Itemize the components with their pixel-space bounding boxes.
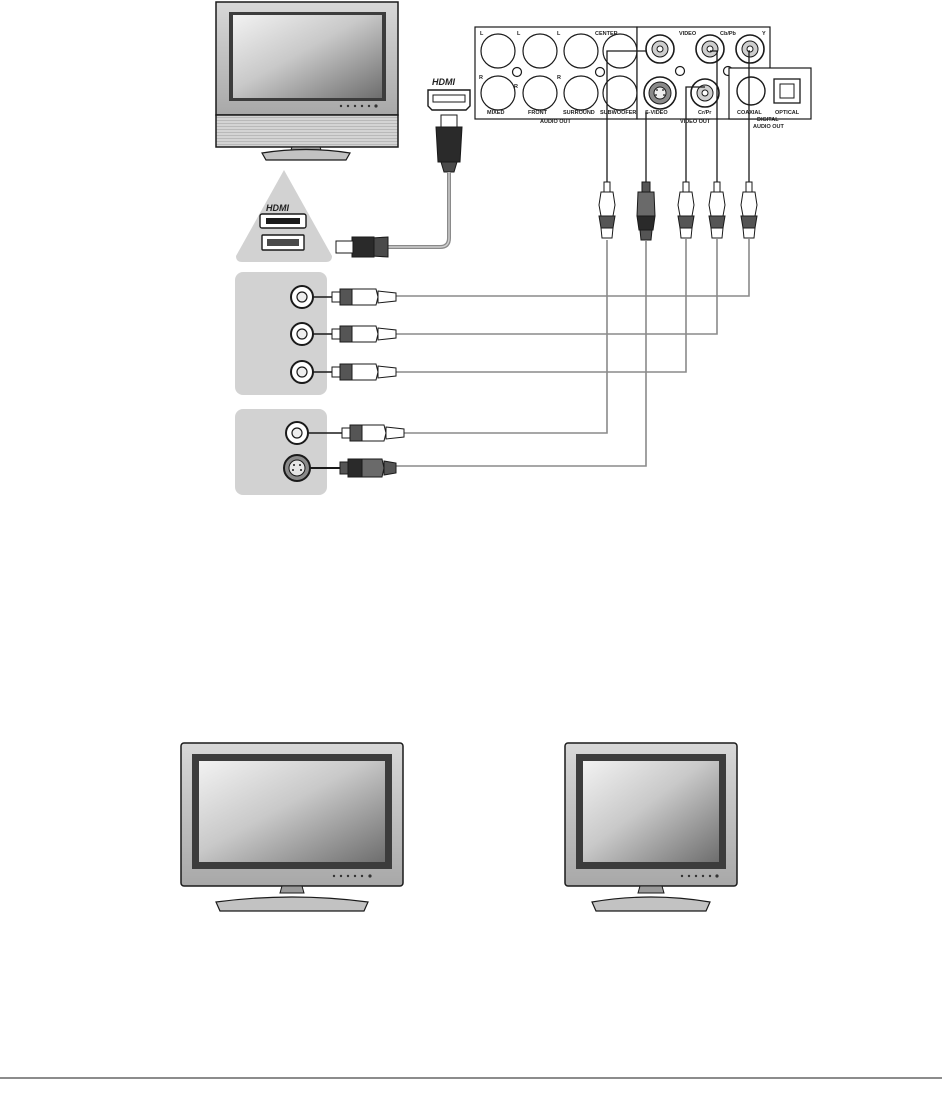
audio-label-center: CENTER bbox=[595, 31, 618, 37]
video-jack bbox=[645, 34, 675, 64]
rca-plugs-vertical bbox=[598, 181, 758, 241]
tv-plug-cb-pb bbox=[313, 325, 397, 343]
plug-s-video bbox=[636, 181, 656, 241]
tv-plug-y bbox=[313, 288, 397, 306]
digital-label-coaxial: COAXIAL bbox=[737, 110, 762, 116]
y-jack bbox=[735, 34, 765, 64]
cr-pr-jack bbox=[690, 78, 720, 108]
audio-label-l1: L bbox=[480, 31, 484, 37]
tv-plug-video bbox=[308, 424, 405, 442]
audio-label-mixed: MIXED bbox=[487, 110, 504, 116]
tv-top bbox=[215, 1, 399, 161]
tv-standard bbox=[564, 742, 738, 912]
s-video-jack bbox=[643, 76, 677, 110]
plug-y bbox=[740, 181, 758, 239]
audio-label-l3: L bbox=[557, 31, 561, 37]
audio-label-front: FRONT bbox=[528, 110, 548, 116]
video-label-video: VIDEO bbox=[679, 31, 697, 37]
rca-plugs-horizontal bbox=[308, 288, 405, 478]
audio-label-l2: L bbox=[517, 31, 521, 37]
plug-video bbox=[598, 181, 616, 239]
audio-label-r2: R bbox=[514, 84, 518, 90]
video-label-s-video: S-VIDEO bbox=[645, 110, 668, 116]
panel-wiring bbox=[606, 50, 750, 182]
tv-component-input bbox=[235, 272, 327, 395]
tv-plug-cr-pr bbox=[313, 363, 397, 381]
digital-label-optical: OPTICAL bbox=[775, 110, 800, 116]
tv-video-input bbox=[235, 409, 327, 495]
digital-audio-out-label-2: AUDIO OUT bbox=[753, 124, 785, 130]
audio-label-r1: R bbox=[479, 75, 483, 81]
video-label-cr-pr: Cr/Pr bbox=[698, 110, 712, 116]
hdmi-logo-player: HDMI bbox=[432, 77, 455, 87]
video-out-label: VIDEO OUT bbox=[680, 119, 711, 125]
video-label-cb-pb: Cb/Pb bbox=[720, 31, 737, 37]
audio-label-r3: R bbox=[557, 75, 561, 81]
player-back-panel: L L L CENTER R R R MIXED FRONT SURROUND … bbox=[474, 26, 812, 130]
hdmi-logo-tv: HDMI bbox=[266, 203, 289, 213]
tv-widescreen bbox=[180, 742, 404, 912]
cables-to-tv bbox=[396, 238, 750, 467]
plug-cr-pr bbox=[677, 181, 695, 239]
tv-plug-s-video bbox=[310, 458, 397, 478]
cb-pb-jack bbox=[695, 34, 725, 64]
hdmi-cable: HDMI bbox=[335, 77, 471, 258]
audio-label-subwoofer: SUBWOOFER bbox=[600, 110, 636, 116]
optical-port bbox=[773, 78, 801, 104]
video-label-y: Y bbox=[762, 31, 766, 37]
plug-cb-pb bbox=[708, 181, 726, 239]
tv-hdmi-input: HDMI bbox=[236, 170, 332, 262]
audio-out-label: AUDIO OUT bbox=[540, 119, 572, 125]
audio-label-surround: SURROUND bbox=[563, 110, 595, 116]
coaxial-jack bbox=[736, 76, 766, 106]
digital-audio-out-label-1: DIGITAL bbox=[757, 117, 779, 123]
